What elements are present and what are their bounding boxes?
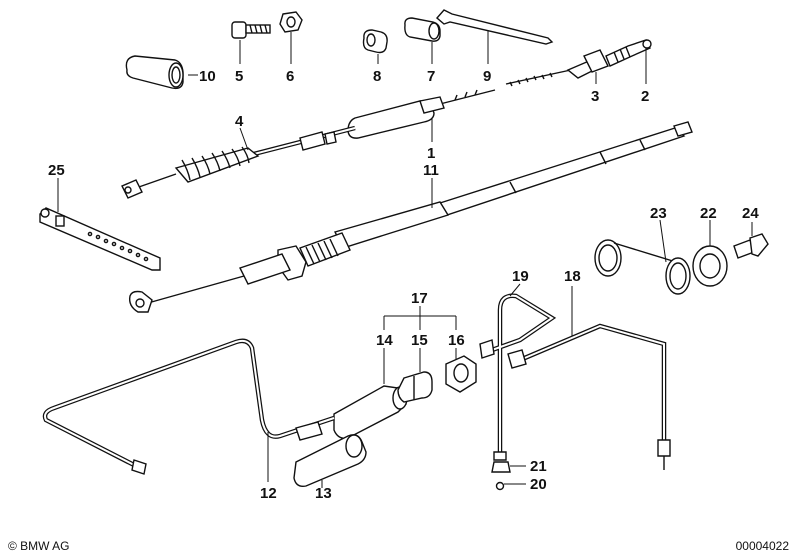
part-13-grip — [293, 434, 367, 488]
part-label-15: 15 — [411, 332, 428, 349]
part-label-16: 16 — [448, 332, 465, 349]
copyright-notice: © BMW AG — [8, 539, 70, 553]
part-label-9: 9 — [483, 68, 491, 85]
part-labels: 10 5 6 8 7 9 3 2 4 1 25 11 23 22 24 19 1… — [48, 68, 759, 502]
part-21-fitting — [491, 461, 511, 473]
part-label-4: 4 — [235, 113, 244, 130]
part-5-screw — [231, 21, 271, 39]
part-18-bent-tube — [507, 323, 671, 470]
part-2-adjuster — [605, 39, 652, 67]
part-20-nipple — [495, 481, 505, 491]
part-11-long-cable — [128, 121, 693, 313]
part-label-7: 7 — [427, 68, 435, 85]
part-label-5: 5 — [235, 68, 243, 85]
part-8-bushing — [362, 29, 388, 54]
part-9-cable-tie — [436, 9, 554, 45]
part-label-12: 12 — [260, 485, 277, 502]
part-label-20: 20 — [530, 476, 547, 493]
part-10-rubber-sleeve — [125, 55, 184, 90]
part-label-2: 2 — [641, 88, 649, 105]
part-3-cable-adjuster — [505, 49, 609, 87]
part-4-spring — [121, 146, 260, 199]
part-24-bolt — [733, 233, 769, 259]
part-22-seal — [692, 245, 728, 287]
part-label-17: 17 — [411, 290, 428, 307]
part-label-3: 3 — [591, 88, 599, 105]
part-label-10: 10 — [199, 68, 216, 85]
part-12-bent-cable — [42, 338, 335, 475]
part-label-23: 23 — [650, 205, 667, 222]
part-15-split-bushing — [397, 371, 433, 403]
part-16-nut — [445, 355, 477, 393]
part-7-sleeve — [404, 17, 441, 42]
part-label-6: 6 — [286, 68, 294, 85]
part-label-13: 13 — [315, 485, 332, 502]
part-label-8: 8 — [373, 68, 381, 85]
part-23-ring — [594, 239, 691, 295]
part-6-nut — [279, 11, 303, 33]
part-label-25: 25 — [48, 162, 65, 179]
part-label-19: 19 — [512, 268, 529, 285]
part-label-11: 11 — [423, 162, 439, 179]
part-label-24: 24 — [742, 205, 759, 222]
part-1-throttle-cable — [249, 89, 496, 158]
part-label-18: 18 — [564, 268, 581, 285]
part-label-21: 21 — [530, 458, 547, 475]
leader-lines — [57, 30, 753, 488]
part-label-1: 1 — [427, 145, 435, 162]
part-14-boot — [333, 385, 408, 440]
part-19-bent-tube — [479, 293, 557, 461]
part-label-22: 22 — [700, 205, 717, 222]
part-label-14: 14 — [376, 332, 393, 349]
part-25-bracket — [39, 207, 161, 271]
document-number: 00004022 — [735, 539, 789, 553]
